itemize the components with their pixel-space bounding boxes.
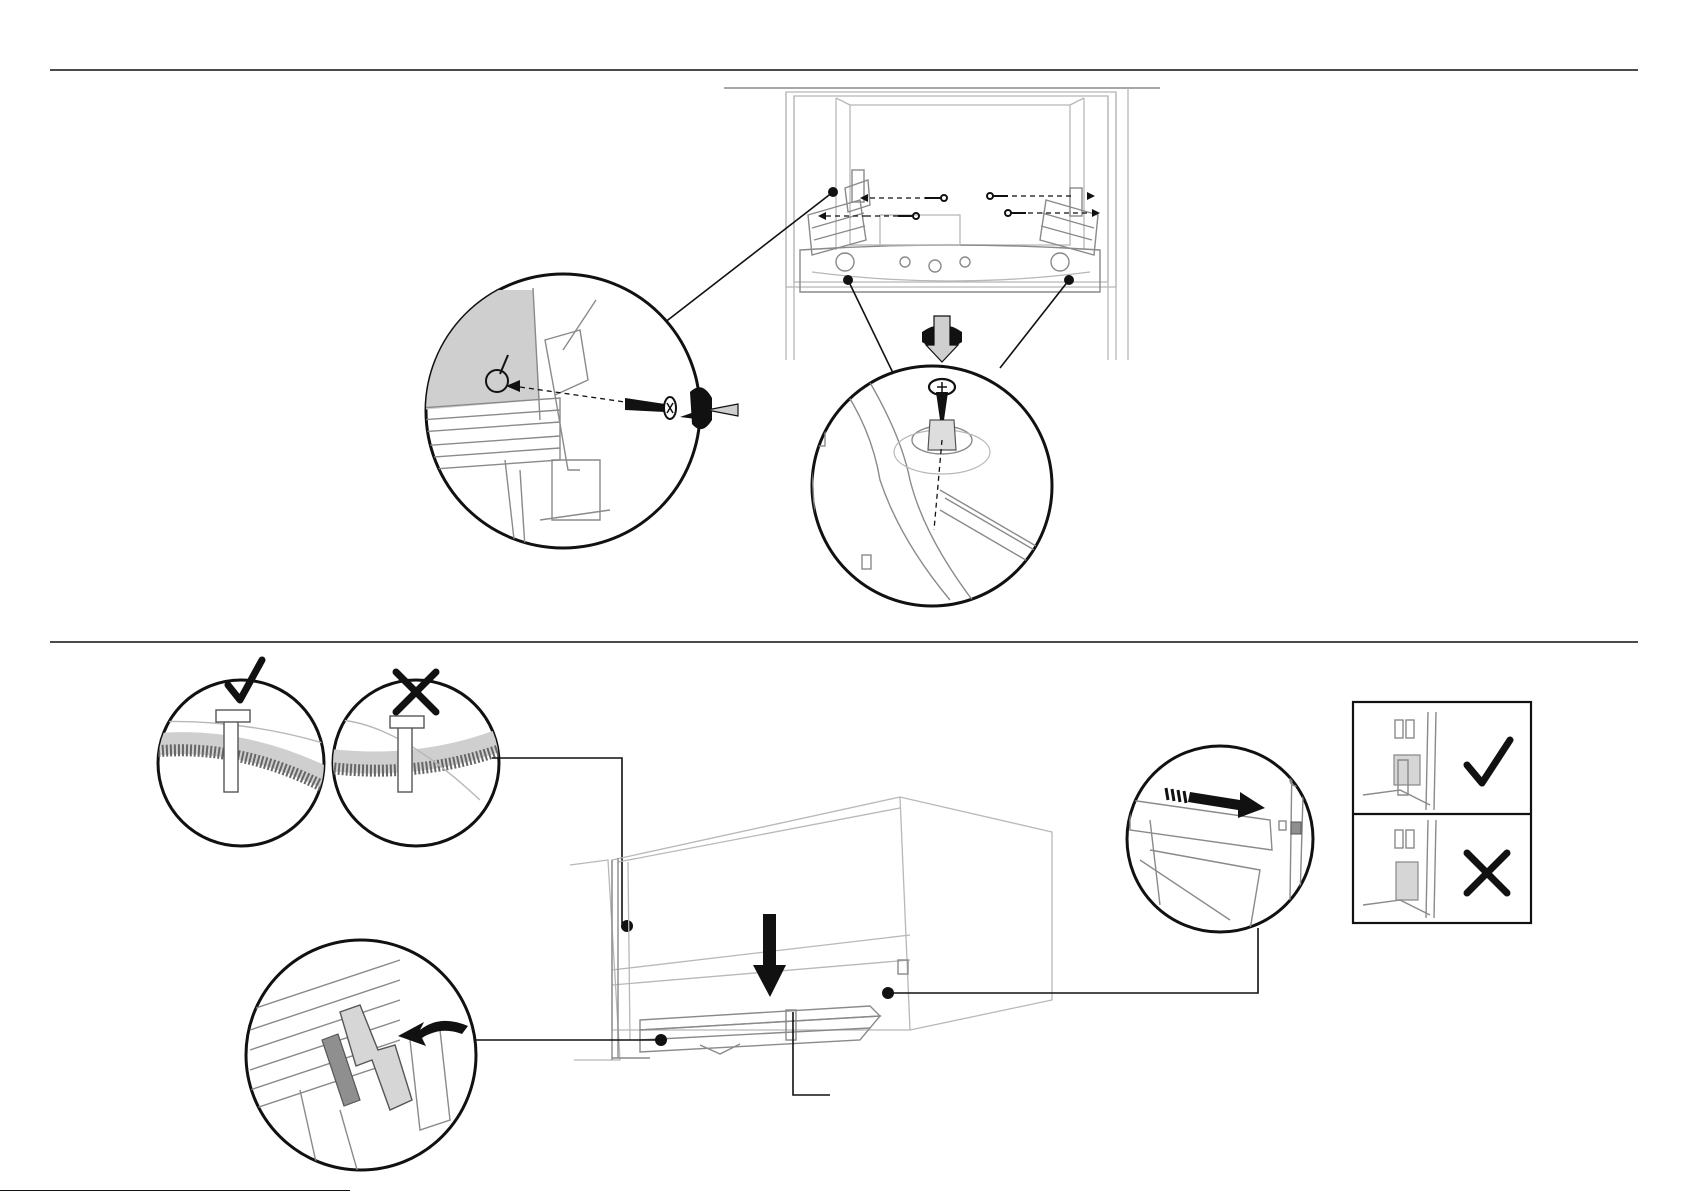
- leader-line: [848, 280, 893, 373]
- clip-engage-detail: [246, 940, 476, 1180]
- side-screw-detail: [420, 274, 738, 548]
- callout-dot: [621, 920, 633, 932]
- cable-tie-incorrect: [330, 672, 500, 846]
- floor-screw-detail: [810, 316, 1060, 620]
- callout-dot: [828, 187, 838, 197]
- callout-dot: [843, 275, 853, 285]
- tab-engage-detail: [1127, 746, 1313, 932]
- leader-line: [655, 192, 833, 330]
- leader-line: [492, 758, 622, 924]
- screw-icon: [987, 193, 1008, 199]
- rotate-arrow-icon: [922, 316, 962, 362]
- leader-line: [1000, 280, 1069, 368]
- arrow-icon: [753, 914, 786, 997]
- screw-icon: [925, 195, 947, 201]
- screw-icon: [1005, 210, 1026, 216]
- cable-tie-correct: [150, 660, 330, 846]
- callout-dot: [1064, 275, 1074, 285]
- screw-icon: [898, 213, 919, 219]
- tab-check-panel: [1353, 702, 1531, 923]
- leader-line: [793, 1012, 830, 1095]
- leader-line: [888, 928, 1258, 993]
- appliance-install-view: [570, 797, 1052, 1060]
